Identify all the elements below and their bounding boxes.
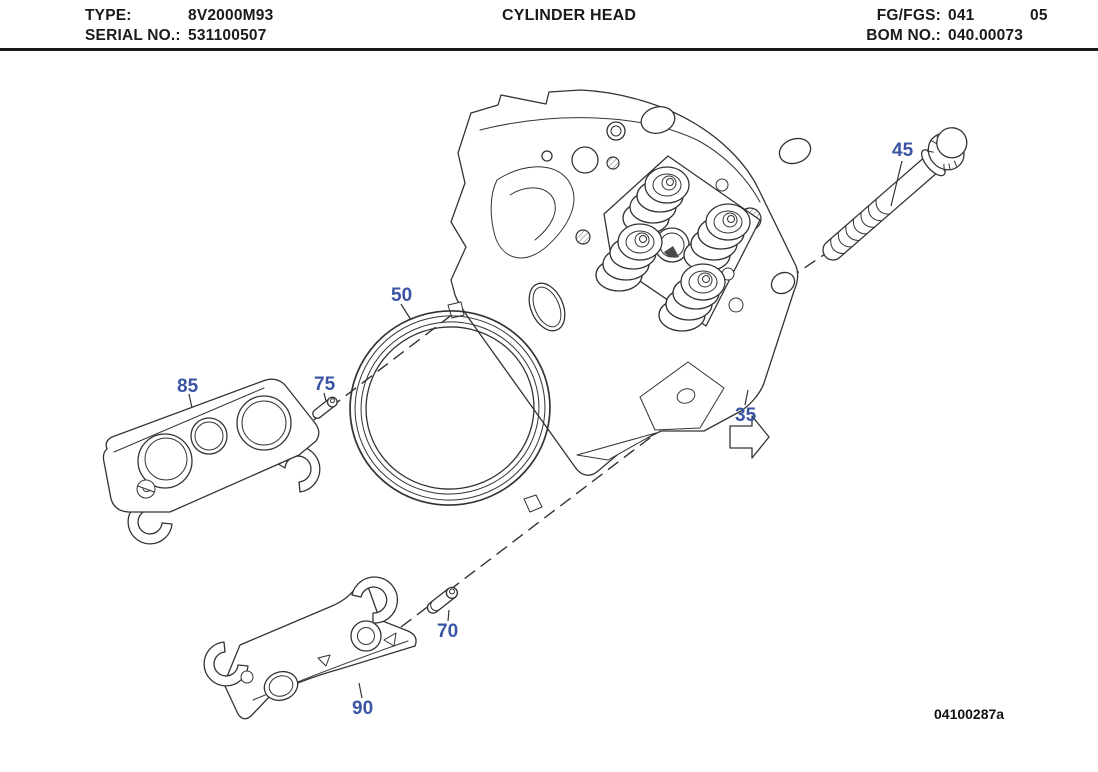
dowel-pin-70-figure [426, 586, 459, 614]
valve-spring-assembly [683, 203, 751, 272]
leader-50 [400, 303, 412, 321]
callout-45: 45 [892, 140, 914, 161]
drawing-number: 04100287a [934, 706, 1005, 722]
valve-spring-assembly [658, 263, 726, 332]
fg-suffix: 05 [1030, 7, 1048, 24]
callout-35: 35 [735, 405, 757, 426]
bom-value: 040.00073 [948, 27, 1024, 44]
callout-70: 70 [437, 621, 459, 642]
callout-90: 90 [352, 698, 374, 719]
cylinder-head-figure [450, 89, 812, 476]
seal-ring-figure [349, 301, 551, 513]
port-opening [528, 282, 566, 332]
callout-75: 75 [314, 374, 336, 395]
leader-85 [188, 393, 193, 409]
callout-50: 50 [391, 285, 413, 306]
type-label: TYPE: [85, 7, 132, 24]
bolt-head-teeth [926, 135, 958, 172]
header-divider [0, 48, 1098, 51]
callout-leader-lines [188, 160, 903, 699]
fg-label: FG/FGS: [876, 7, 941, 24]
type-value: 8V2000M93 [188, 7, 274, 24]
leader-75 [323, 392, 327, 402]
direction-arrow-figure [729, 415, 770, 459]
serial-label: SERIAL NO.: [85, 27, 181, 44]
leader-35 [744, 389, 749, 406]
dowel-pin-75-figure [312, 396, 338, 419]
page-title: CYLINDER HEAD [502, 7, 637, 24]
head-bolt-figure [822, 127, 968, 261]
leader-90 [358, 682, 363, 699]
leader-45 [890, 160, 903, 207]
serial-value: 531100507 [188, 27, 267, 44]
axis-gasket-90-to-head [400, 433, 656, 628]
leader-70 [447, 609, 450, 622]
gasket-plate-85-figure [102, 378, 321, 545]
bom-label: BOM NO.: [866, 27, 941, 44]
callout-85: 85 [177, 376, 199, 397]
gasket-plate-90-figure [203, 576, 417, 720]
valve-spring-assembly [595, 223, 663, 292]
fg-value: 041 [948, 7, 975, 24]
